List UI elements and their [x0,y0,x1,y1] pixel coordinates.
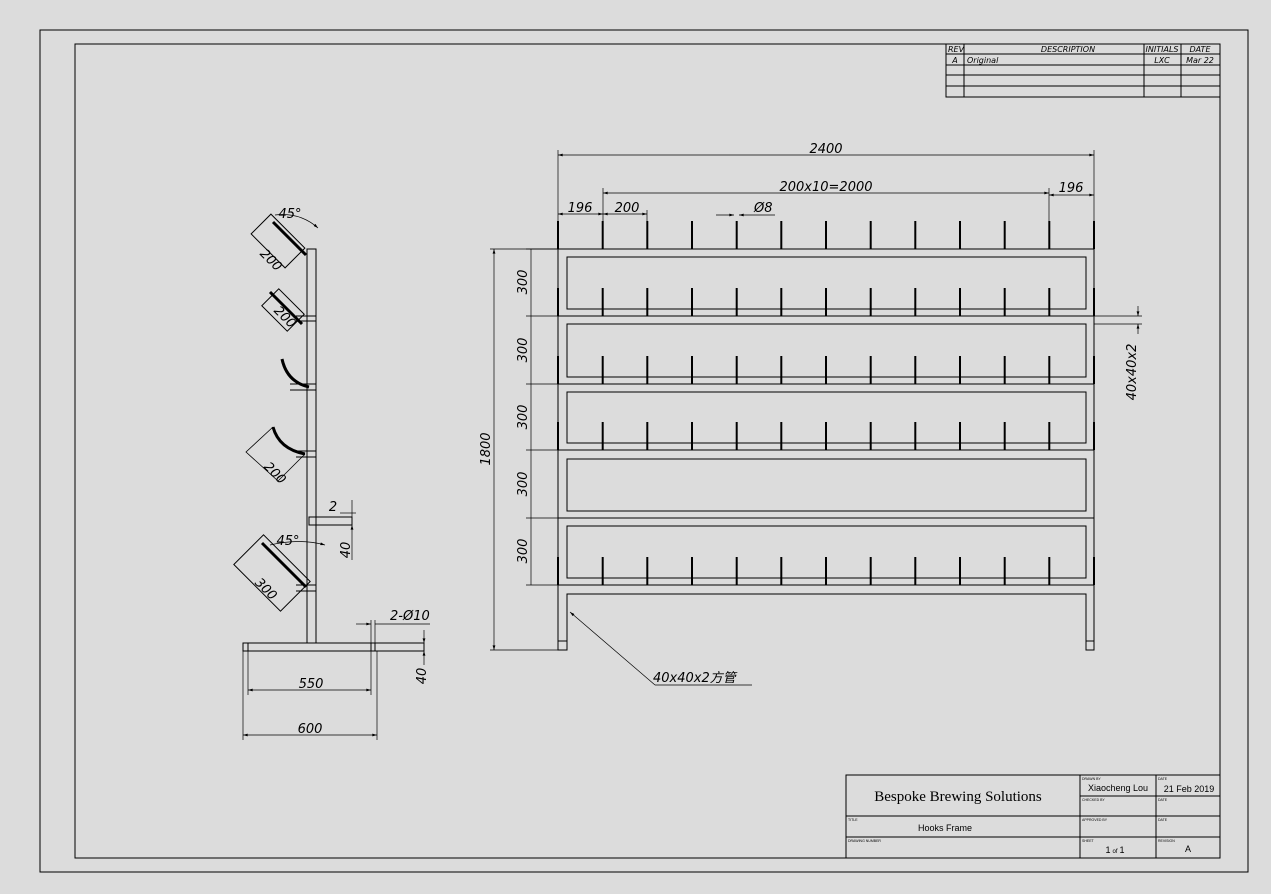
description-header: DESCRIPTION [1041,45,1095,54]
side-view: 45° 45° 200 200 200 300 2 40 2-Ø10 40 55… [233,207,430,740]
revision-table: REV DESCRIPTION INITIALS DATE A Original… [945,43,1221,98]
drawn-by-label: DRAWN BY [1082,777,1101,781]
front-view: 2400 200x10=2000 196 200 Ø8 196 1800 300 [479,142,1142,686]
foot-height-label: 40 [415,668,430,685]
right-offset-label: 196 [1059,181,1084,196]
angle-top-label: 45° [278,207,301,222]
company-name: Bespoke Brewing Solutions [874,789,1042,805]
basket-width-label: 200 [260,459,288,487]
basket-bottom [233,534,311,612]
tube-size-label: 40x40x2 [1125,344,1140,401]
inner-panel [566,458,1087,512]
hook-grid [557,221,1095,585]
rev-header: REV [948,45,965,54]
tube-leader [569,611,656,686]
hook-span-label: 200x10=2000 [779,180,872,195]
basket-width-label: 200 [270,303,298,331]
basket-fourth [245,426,306,482]
angle-arc-top [274,214,319,229]
approved-by-label: APPROVED BY [1082,818,1108,822]
row-spacing-label: 300 [516,338,531,363]
initials-header: INITIALS [1146,45,1179,54]
foot-outer-label: 600 [298,722,323,737]
checked-date-label: DATE [1158,798,1168,802]
row-spacing-label: 300 [516,405,531,430]
sheet-label: SHEET [1082,839,1095,843]
hook-diameter-label: Ø8 [753,201,773,216]
revision-value: A [1185,844,1191,854]
row-spacing-label: 300 [516,270,531,295]
initials-value: LXC [1154,56,1170,65]
tube-callout-label: 40x40x2方管 [653,671,738,686]
date-header: DATE [1190,45,1212,54]
basket-width-label: 200 [256,246,284,274]
drawn-date-value: 21 Feb 2019 [1164,784,1215,794]
drawn-date-label: DATE [1158,777,1168,781]
foot-tab [1085,640,1095,651]
basket-top [250,213,308,269]
rev-value: A [951,56,957,65]
foot-tab [557,640,568,651]
sheet-total: 1 [1120,845,1125,855]
row-spacing-label: 300 [516,539,531,564]
hook-pitch-label: 200 [615,201,640,216]
left-offset-label: 196 [568,201,593,216]
foot-inner-label: 550 [299,677,324,692]
outer-border [39,29,1249,873]
inner-border [74,43,1221,859]
bracket-height-label: 40 [339,542,354,559]
sheet-number: 1 [1105,845,1110,855]
angle-arc-bottom [269,541,326,546]
drawing-number-label: DRAWING NUMBER [848,839,881,843]
title-label: TITLE [848,818,858,822]
bracket-thickness-label: 2 [329,500,337,515]
checked-by-label: CHECKED BY [1082,798,1105,802]
bracket [308,516,353,526]
title-block: Bespoke Brewing Solutions DRAWN BY DATE … [845,774,1221,859]
row-spacing-label: 300 [516,472,531,497]
revision-label: REVISION [1158,839,1175,843]
description-value: Original [967,56,999,65]
sheet-of: of [1112,849,1117,855]
drawing-title-value: Hooks Frame [918,823,972,833]
basket-third-arc [280,358,310,389]
drawn-by-value: Xiaocheng Lou [1088,783,1148,793]
date-value: Mar 22 [1186,56,1214,65]
overall-height-label: 1800 [479,432,494,465]
angle-bottom-label: 45° [276,534,299,549]
overall-width-label: 2400 [809,142,842,157]
base-foot [242,642,425,652]
bolt-holes-label: 2-Ø10 [390,609,430,624]
basket-second [261,288,305,332]
approved-date-label: DATE [1158,818,1168,822]
basket-width-label: 300 [251,575,279,603]
